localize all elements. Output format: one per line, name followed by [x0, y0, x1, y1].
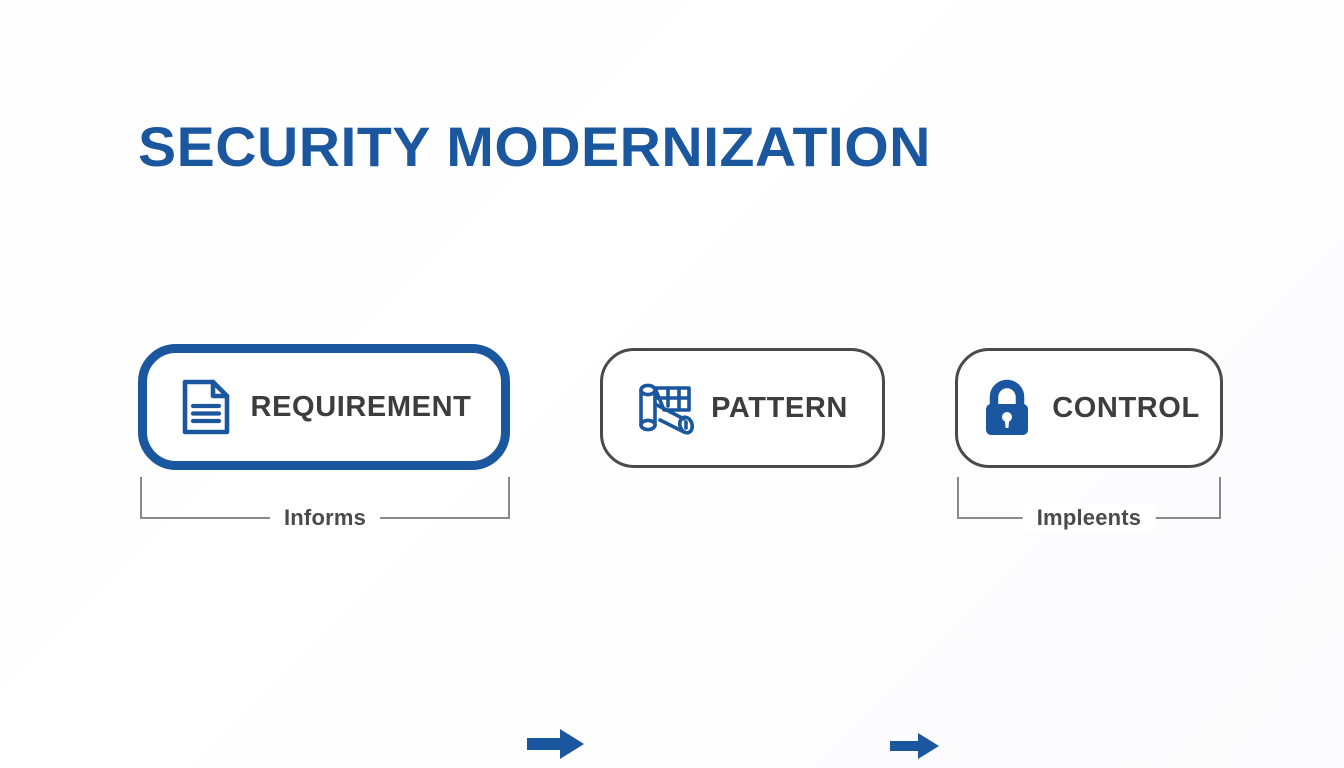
bracket-informs: Informs: [140, 477, 510, 531]
bracket-label: Informs: [269, 505, 381, 531]
flow-node-label: REQUIREMENT: [250, 390, 472, 423]
arrow-right-icon: [527, 728, 585, 765]
flow-node-label: CONTROL: [1052, 391, 1200, 424]
flow-node-requirement[interactable]: REQUIREMENT: [138, 344, 510, 470]
arrow-right-icon: [890, 732, 940, 765]
flow-node-label: PATTERN: [711, 391, 848, 424]
bracket-label: Impleents: [1022, 505, 1156, 531]
lock-icon: [978, 379, 1036, 437]
bracket-implements: Impleents: [957, 477, 1221, 531]
flow-node-control[interactable]: CONTROL: [955, 348, 1223, 468]
blueprint-scroll-icon: [637, 379, 695, 437]
document-icon: [177, 378, 235, 436]
flow-row: REQUIREMENT: [0, 340, 1344, 759]
page-title: SECURITY MODERNIZATION: [138, 115, 931, 178]
flow-node-pattern[interactable]: PATTERN: [600, 348, 885, 468]
